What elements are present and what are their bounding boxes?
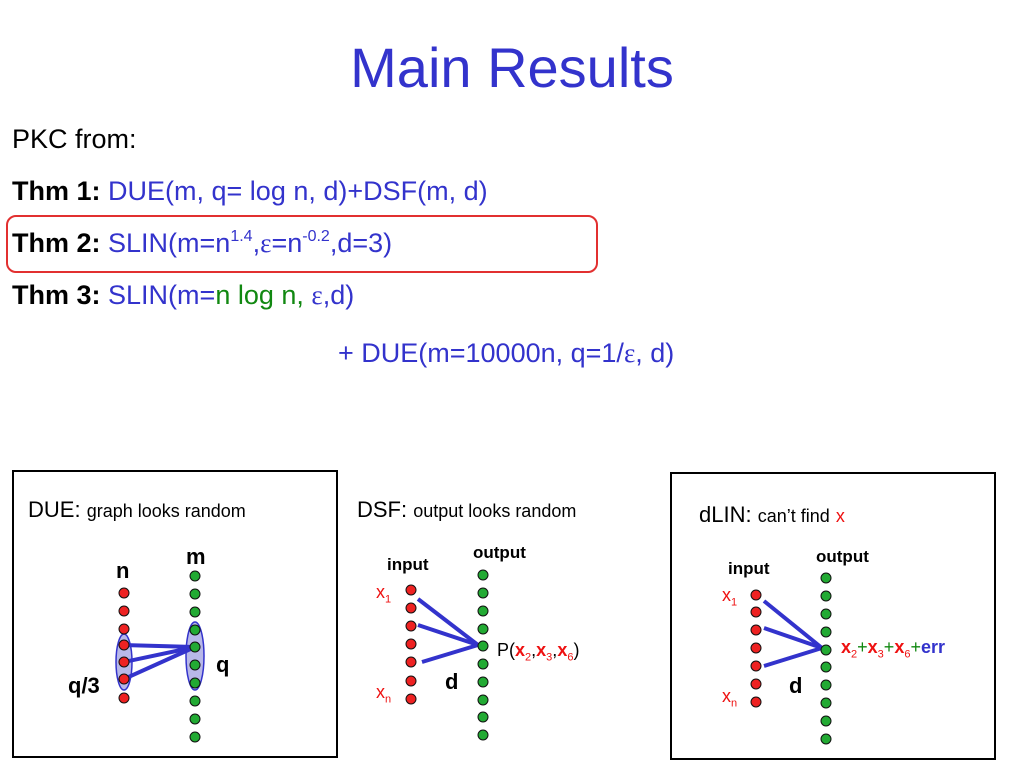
dlin-input-label: input: [728, 559, 770, 578]
theorem-2-highlight-box: [6, 215, 598, 273]
due-m-nodes: [189, 570, 201, 743]
theorem-2: Thm 2: SLIN(m=n1.4,ε=n-0.2,d=3): [12, 226, 392, 260]
due-q-label: q: [216, 652, 230, 677]
dlin-edges: [762, 599, 824, 668]
due-q3-label: q/3: [68, 673, 100, 698]
theorem-2-label: Thm 2:: [12, 228, 101, 258]
due-panel-title: DUE: graph looks random: [28, 497, 246, 522]
theorem-2-text: SLIN(m=n1.4,ε=n-0.2,d=3): [108, 228, 393, 258]
due-m-label: m: [186, 544, 206, 569]
theorem-3-continuation: + DUE(m=10000n, q=1/ε, d): [338, 338, 675, 368]
theorem-3-text: SLIN(m=n log n, ε,d): [108, 280, 355, 310]
dsf-input-nodes: [405, 584, 417, 705]
dsf-panel-title: DSF: output looks random: [357, 497, 577, 522]
dsf-input-label: input: [387, 555, 429, 574]
dlin-d-label: d: [789, 673, 803, 698]
dlin-output-nodes: [820, 572, 832, 745]
due-edges: [123, 643, 196, 681]
theorem-3-label: Thm 3:: [12, 280, 101, 310]
dsf-edges: [416, 597, 480, 664]
dlin-panel-title: dLIN: can’t find x: [699, 502, 845, 527]
due-right-ellipse: [185, 621, 205, 691]
intro-text: PKC from:: [12, 124, 137, 154]
dsf-xn-label: xn: [376, 682, 392, 706]
dsf-output-label: output: [473, 543, 526, 562]
dlin-x1-label: x1: [722, 585, 738, 609]
dsf-output-expression: P(x2,x3,x6): [497, 640, 580, 664]
dsf-d-label: d: [445, 669, 459, 694]
dsf-output-nodes: [477, 569, 489, 741]
theorem-1-label: Thm 1:: [12, 176, 101, 206]
dlin-xn-label: xn: [722, 686, 738, 710]
dsf-x1-label: x1: [376, 582, 392, 606]
due-panel: [12, 470, 338, 758]
dlin-output-sum: x2+x3+x6+err: [841, 637, 945, 661]
dlin-output-label: output: [816, 547, 869, 566]
theorem-1: Thm 1: DUE(m, q= log n, d)+DSF(m, d): [12, 174, 488, 208]
due-n-label: n: [116, 558, 130, 583]
due-n-nodes: [118, 587, 130, 704]
theorem-1-text: DUE(m, q= log n, d)+DSF(m, d): [108, 176, 488, 206]
theorem-3: Thm 3: SLIN(m=n log n, ε,d): [12, 278, 354, 312]
dlin-input-nodes: [750, 589, 762, 708]
slide-title: Main Results: [350, 36, 674, 99]
dlin-panel: [670, 472, 996, 760]
